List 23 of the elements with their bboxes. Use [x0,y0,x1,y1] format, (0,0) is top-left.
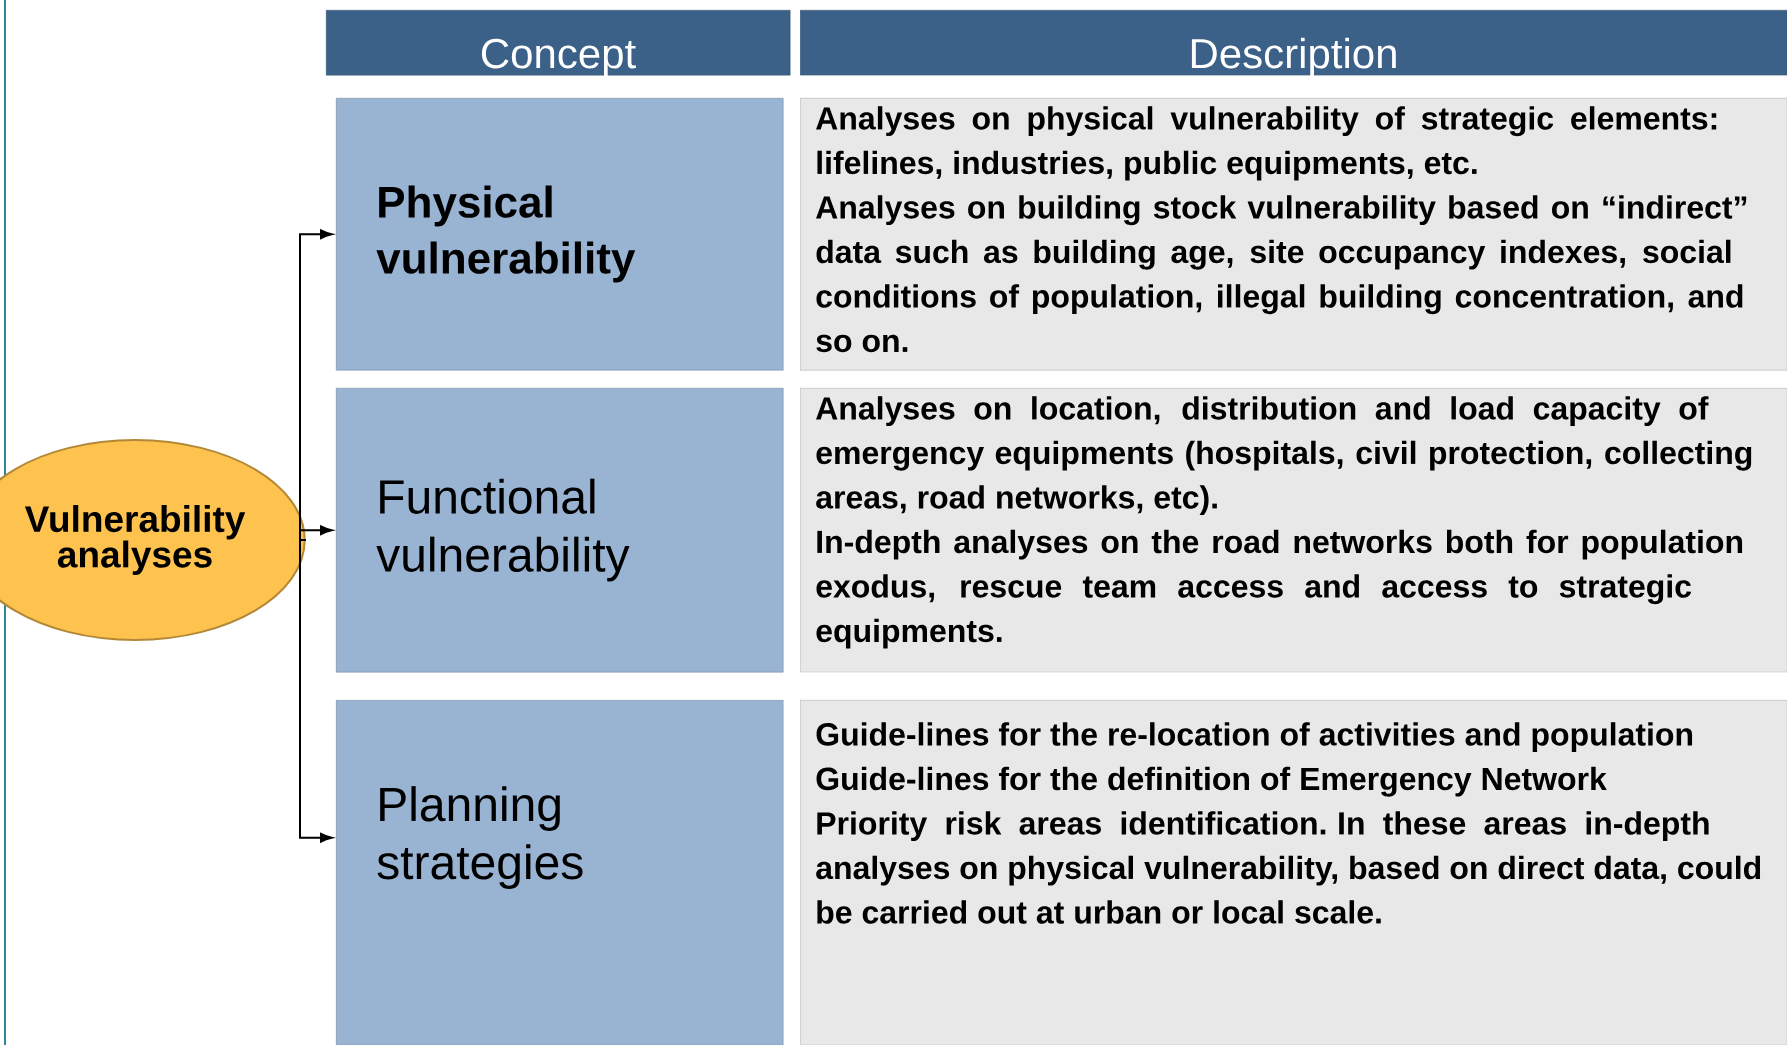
description-text: Priority risk areas identification. In these areas in-depth analyses on physical vulnerability, based on direct data, could be carried out at urban or local scale. [816,811,1761,924]
description-text: Guide-lines for the definition of Emergency Network [816,766,1607,797]
description-text: Analyses on location, distribution and load capacity of emergency equipments (hospitals, civil protection, collecting areas, road networks, etc). [816,396,1752,516]
column-heading: Description [1191,37,1396,77]
description-box [800,388,1787,673]
concept-label: Physical vulnerability [376,185,636,283]
description-text: Guide-lines for the re-location of activities and population [816,722,1693,753]
description-text: Analyses on building stock vulnerability based on “indirect” data such as building age, site occupancy indexes, social conditions of population, illegal building concentration, and so on. [816,195,1747,353]
description-box [800,98,1787,371]
concept-box [336,388,784,673]
connector-arrow [299,525,333,541]
connector-arrow [299,539,333,843]
description-text: Analyses on physical vulnerability of strategic elements: lifelines, industries, public equipments, etc. [816,106,1717,181]
description-text: In-depth analyses on the road networks both for population exodus, rescue team access and access to strategic equipments. [816,529,1743,649]
concept-box [336,98,784,371]
concept-label: Planning strategies [377,786,583,889]
ellipse-label: Vulnerability analyses [24,505,246,575]
header-box [326,10,791,77]
concept-box [336,700,784,1045]
description-box [800,700,1787,1045]
header-box [800,10,1787,77]
concept-label: Functional vulnerability [376,478,630,582]
column-heading: Concept [481,38,636,77]
